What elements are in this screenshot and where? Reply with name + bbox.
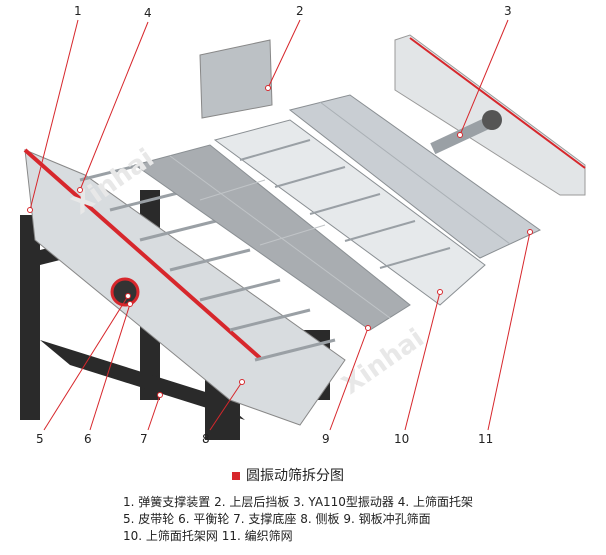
red-square-bullet-icon <box>232 472 240 480</box>
callout-3: 3 <box>504 4 512 18</box>
callout-7: 7 <box>140 432 148 446</box>
callout-2: 2 <box>296 4 304 18</box>
legend-line-2: 5. 皮带轮 6. 平衡轮 7. 支撑底座 8. 侧板 9. 钢板冲孔筛面 <box>123 512 431 526</box>
title-text: 圆振动筛拆分图 <box>246 468 344 484</box>
callout-11: 11 <box>478 432 494 446</box>
vibrator-side-panel <box>394 34 586 196</box>
woven-screen-mesh <box>288 94 541 259</box>
callout-1: 1 <box>74 4 82 18</box>
callout-5: 5 <box>36 432 44 446</box>
perforated-steel-plate <box>133 144 411 331</box>
belt-pulley <box>110 277 140 307</box>
screen-support-frame-mesh <box>213 119 486 306</box>
diagram-title: 圆振动筛拆分图 <box>232 465 344 485</box>
callout-dots <box>27 85 533 398</box>
callout-4: 4 <box>144 6 152 20</box>
legend-line-1: 1. 弹簧支撑装置 2. 上层后挡板 3. YA110型振动器 4. 上筛面托架 <box>123 495 474 509</box>
callout-9: 9 <box>322 432 330 446</box>
legend-line-3: 10. 上筛面托架网 11. 编织筛网 <box>123 529 293 543</box>
callout-10: 10 <box>394 432 410 446</box>
callout-6: 6 <box>84 432 92 446</box>
upper-rear-baffle <box>199 39 273 119</box>
callout-8: 8 <box>202 432 210 446</box>
callout-leaders <box>29 19 531 431</box>
